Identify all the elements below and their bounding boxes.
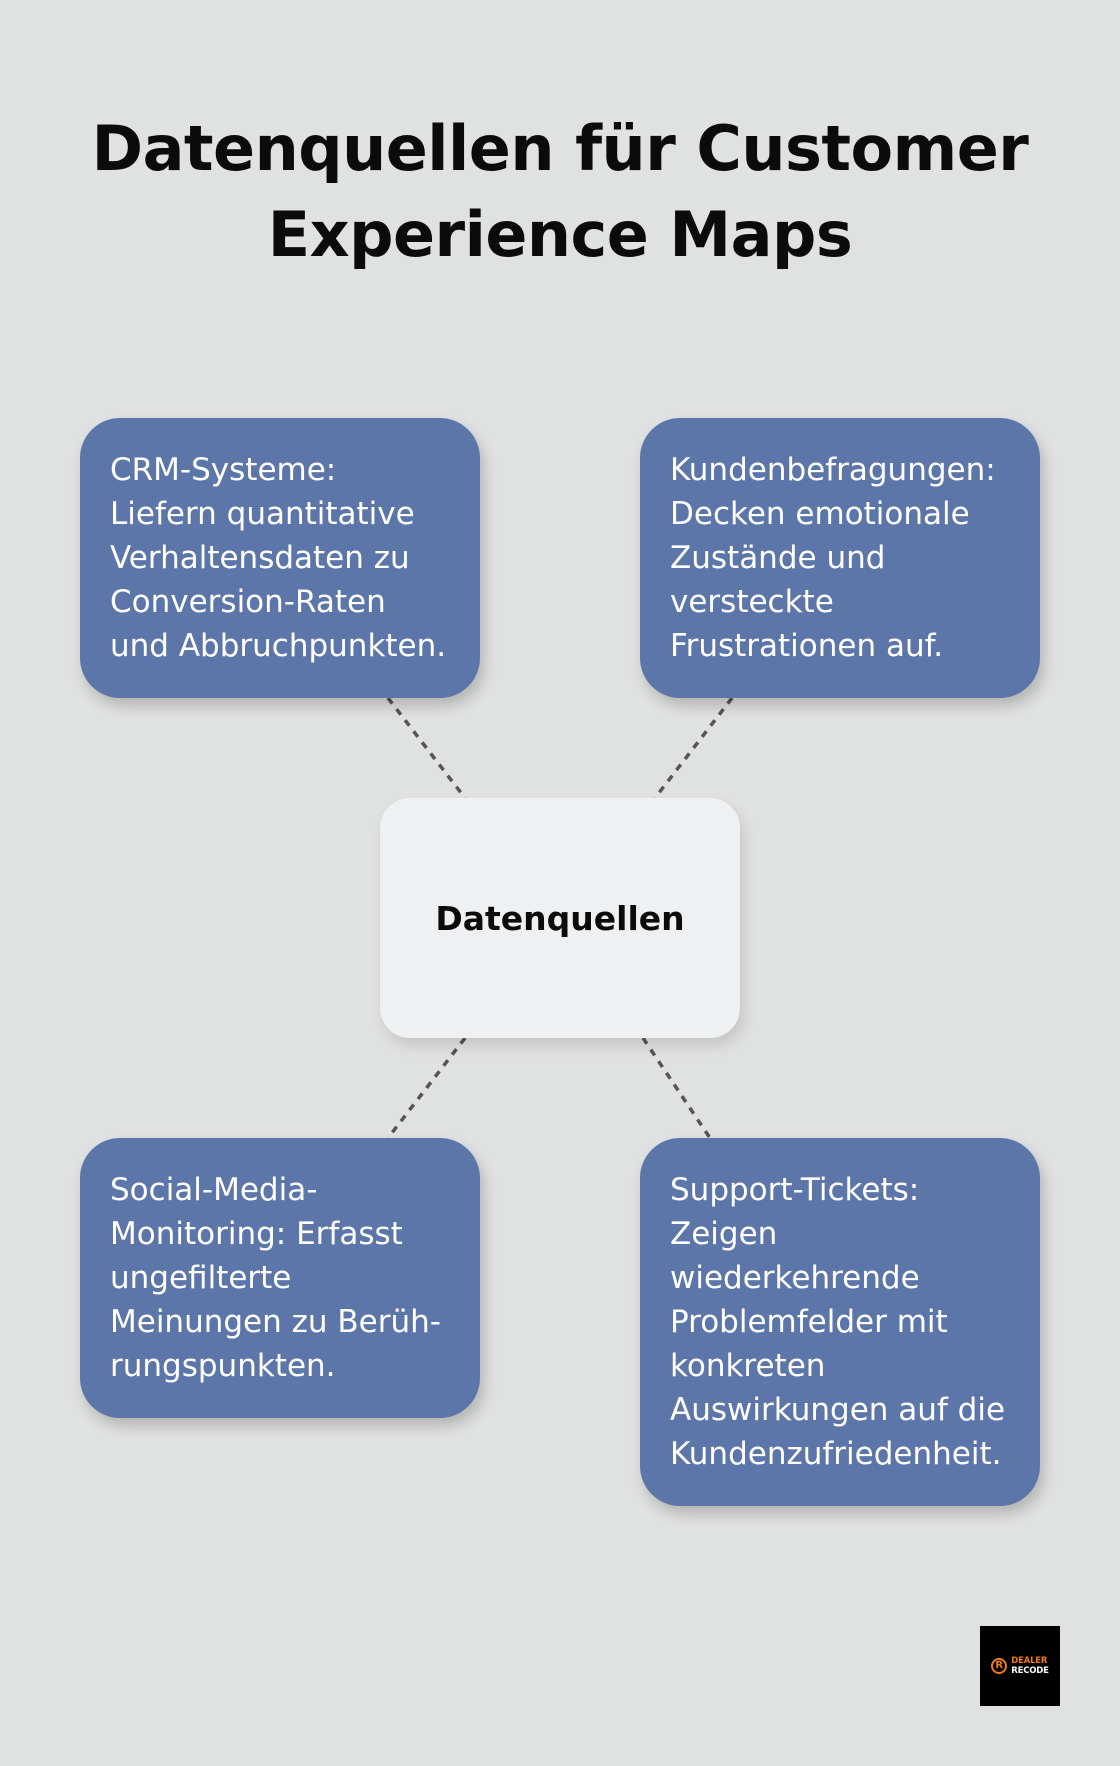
hub-label: Datenquellen — [435, 898, 685, 938]
connector-top-left — [386, 696, 467, 800]
brand-logo: R DEALER RECODE — [980, 1626, 1060, 1706]
diagram-title: Datenquellen für Customer Experience Map… — [91, 112, 1029, 271]
logo-word-dealer: DEALER — [1011, 1656, 1048, 1666]
connector-top-right — [653, 696, 734, 800]
hub-node: Datenquellen — [380, 798, 740, 1038]
node-customer-surveys: Kundenbefragungen: Decken emotionale Zus… — [640, 418, 1040, 698]
logo-word-recode: RECODE — [1011, 1666, 1049, 1676]
node-social-media-monitoring: Social-Media-Monitoring: Erfasst ungefil… — [80, 1138, 480, 1418]
logo-r-icon: R — [991, 1658, 1008, 1674]
node-support-tickets: Support-Tickets: Zeigen wiederkehrende P… — [640, 1138, 1040, 1506]
connector-bottom-right — [641, 1037, 712, 1139]
logo-wordmark: DEALER RECODE — [1011, 1656, 1049, 1676]
node-crm-systems: CRM-Systeme: Liefern quantitative Verhal… — [80, 418, 480, 698]
connector-bottom-left — [386, 1036, 467, 1140]
